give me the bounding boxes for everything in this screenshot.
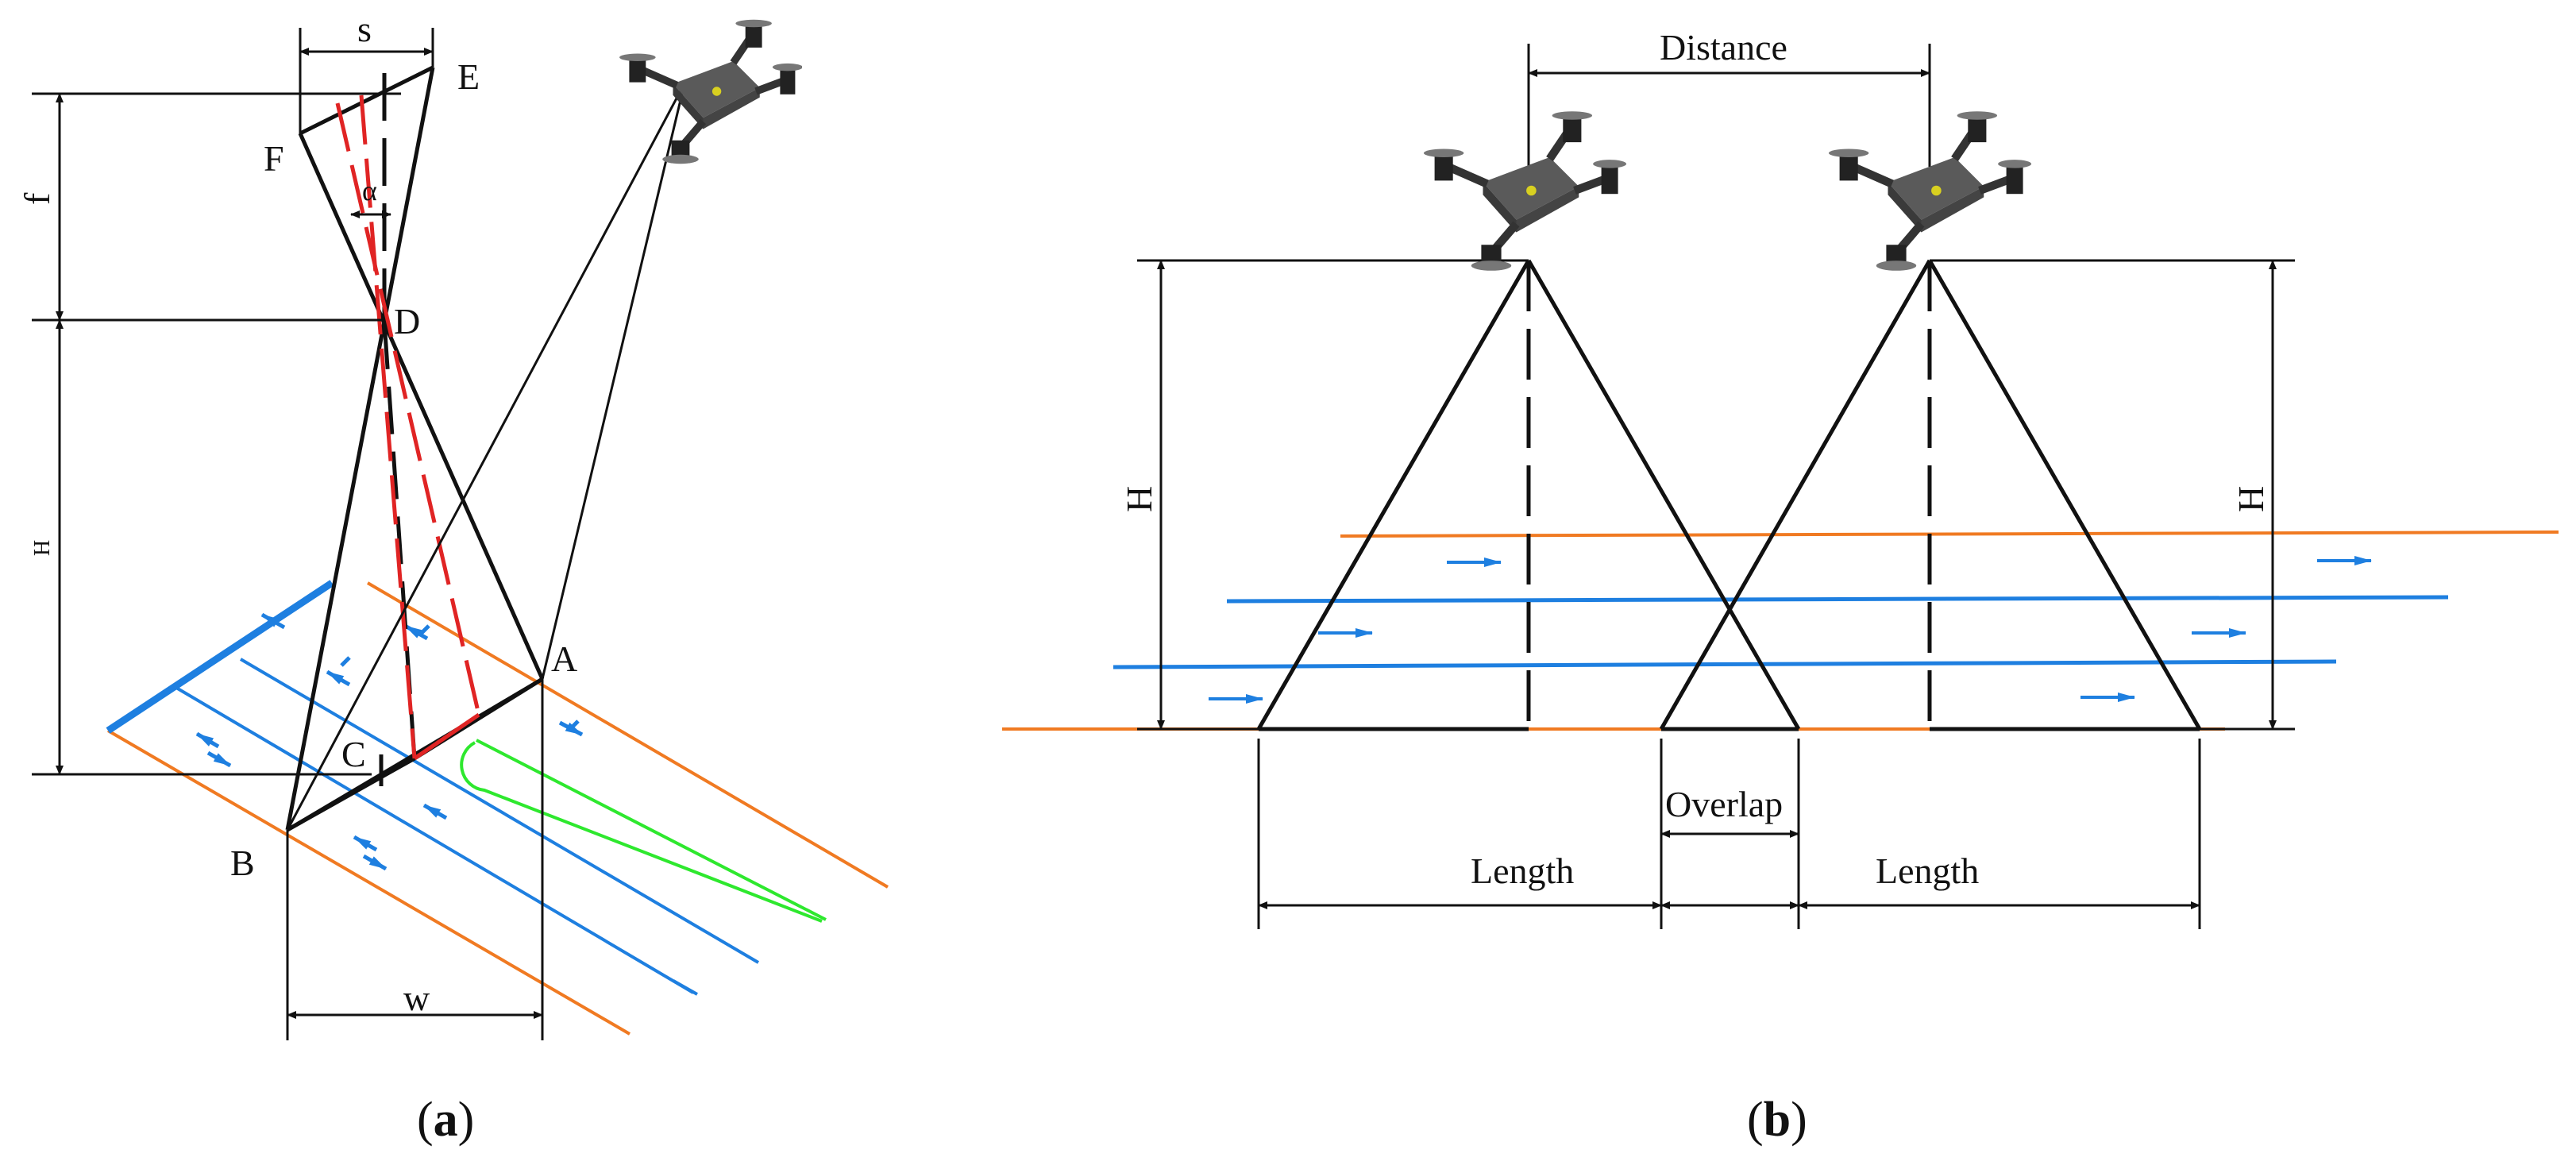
point-F-label: F (264, 138, 284, 179)
drone-rays (286, 83, 686, 831)
panel-b: Distance Overlap Length Length H H (b) (1002, 27, 2559, 1147)
point-A-label: A (551, 639, 577, 679)
H-right-label: H (2231, 486, 2271, 512)
overlap-label: Overlap (1665, 784, 1783, 824)
length-right-label: Length (1876, 851, 1979, 891)
H-left-label: H (1119, 486, 1159, 512)
angle-alpha-label: α (362, 175, 377, 206)
flow-arrow-icon (1209, 556, 2372, 704)
distance-label: Distance (1660, 27, 1787, 68)
dim-f-label: f (17, 192, 57, 205)
caption-a: (a) (417, 1093, 474, 1147)
caption-b: (b) (1747, 1093, 1807, 1147)
dimensions-b (1137, 44, 2295, 929)
footprint-triangles (1256, 259, 2202, 731)
point-E-label: E (457, 56, 480, 97)
flow-arrow-icon (195, 612, 584, 871)
lens-geometry (285, 65, 545, 831)
length-left-label: Length (1471, 851, 1574, 891)
point-B-label: B (230, 843, 255, 883)
panel-a: A B C D E F s f H w α (a) (17, 9, 889, 1147)
dim-H-label: H (30, 540, 55, 556)
red-rays (335, 95, 481, 761)
dim-w-label: w (403, 978, 430, 1018)
point-D-label: D (394, 301, 420, 341)
dimensions-a (32, 28, 544, 1040)
dim-s-label: s (357, 9, 372, 49)
labels-b: Distance Overlap Length Length H H (1119, 27, 2271, 891)
point-C-label: C (341, 734, 366, 774)
ground-lines-a (106, 580, 889, 1036)
labels-a: A B C D E F s f H w α (17, 9, 577, 1018)
drone-icon (1424, 111, 1626, 271)
drone-icon (619, 20, 803, 164)
